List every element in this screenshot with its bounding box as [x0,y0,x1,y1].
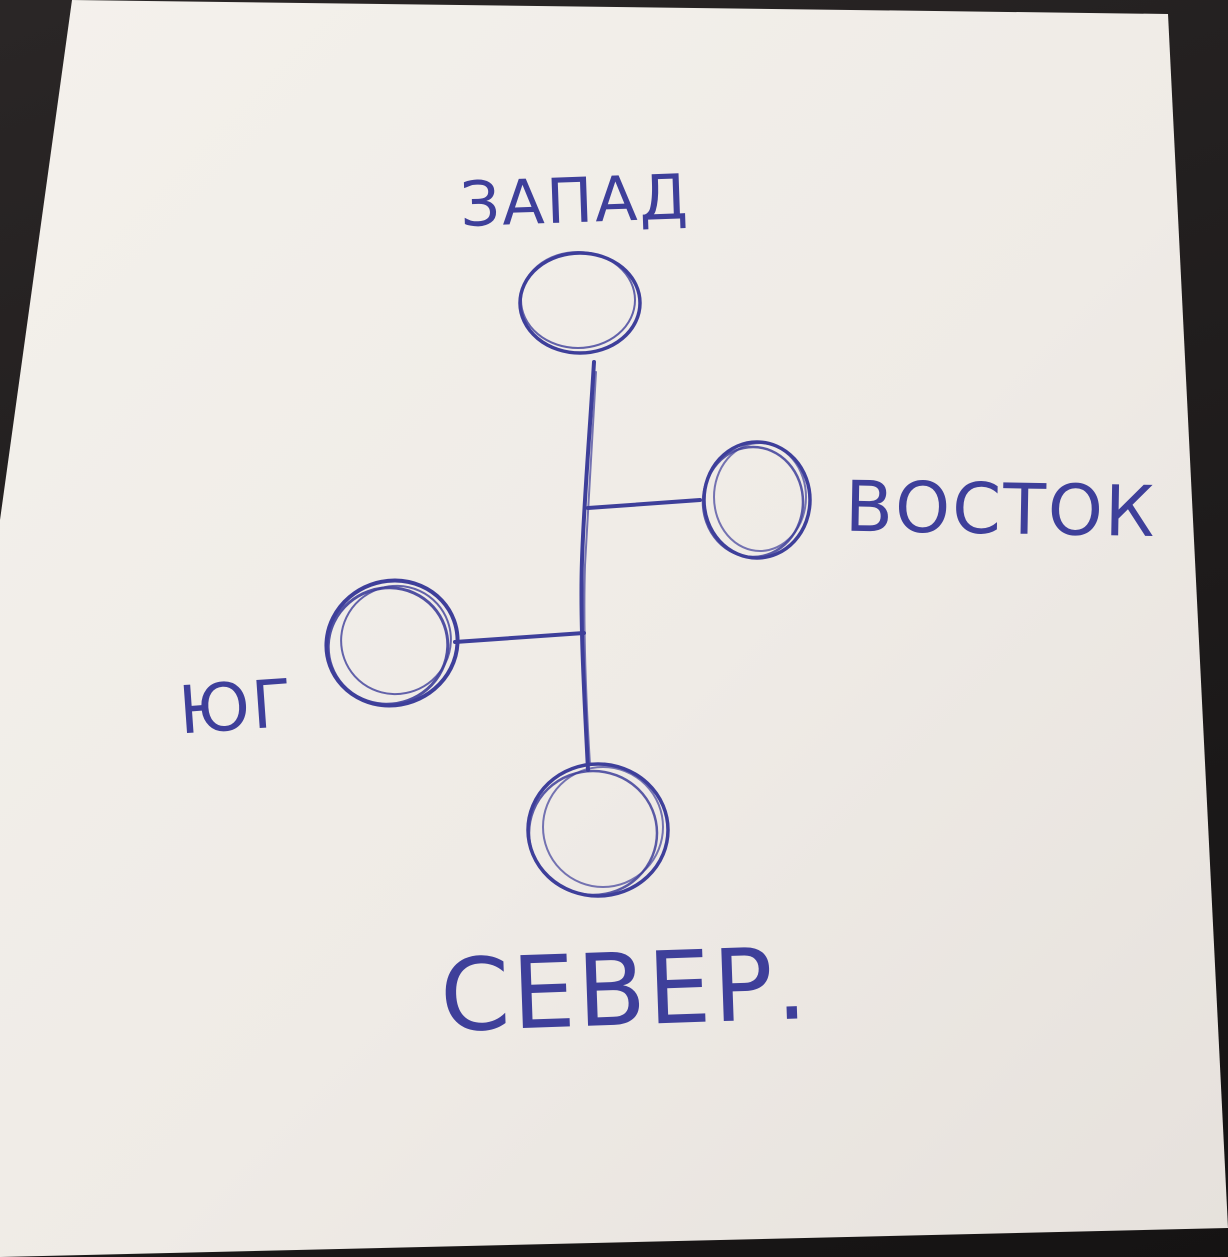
node-north [526,762,670,898]
node-east [701,440,812,560]
label-south: ЮГ [176,665,297,750]
east-branch-line [586,498,702,510]
label-east: ВОСТОК [844,466,1157,553]
label-north: СЕВЕР. [438,925,811,1055]
spine-line [579,360,596,772]
node-south [324,578,460,708]
label-west: ЗАПАД [459,160,691,241]
south-branch-line [453,631,586,644]
spine-line-retrace [583,371,597,766]
node-west [518,251,642,355]
